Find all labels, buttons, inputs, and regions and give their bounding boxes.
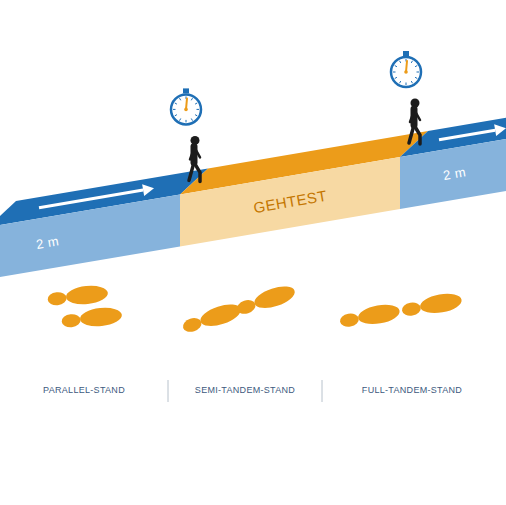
- stance-label: PARALLEL-STAND: [43, 385, 125, 395]
- footprint: [61, 306, 123, 330]
- footprint: [47, 284, 109, 308]
- band-label: 2 m: [35, 233, 60, 252]
- band-label: GEHTEST: [252, 187, 328, 216]
- arrow-head: [494, 124, 506, 136]
- stance-label: FULL-TANDEM-STAND: [362, 385, 462, 395]
- walkway-side: [180, 157, 400, 246]
- test-zone-band: GEHTEST: [246, 184, 335, 219]
- stopwatch-icon: [171, 88, 201, 124]
- walking-person: [409, 99, 420, 145]
- band-label: 2 m: [442, 164, 467, 183]
- stance-label: SEMI-TANDEM-STAND: [195, 385, 295, 395]
- direction-arrow: [39, 190, 143, 208]
- separator-line: [168, 380, 169, 402]
- footprint: [180, 300, 243, 336]
- footprint: [400, 291, 463, 319]
- walking-person: [189, 136, 200, 182]
- direction-arrow: [439, 130, 495, 140]
- distance-band: 2 m: [29, 231, 67, 256]
- distance-band: 2 m: [436, 161, 474, 186]
- walkway-side: [0, 194, 180, 279]
- footprint: [234, 282, 297, 318]
- walkway-side: [400, 132, 506, 209]
- arrow-head: [142, 184, 154, 196]
- separator-line: [322, 380, 323, 402]
- footprint: [338, 302, 401, 330]
- stopwatch-icon: [391, 51, 421, 87]
